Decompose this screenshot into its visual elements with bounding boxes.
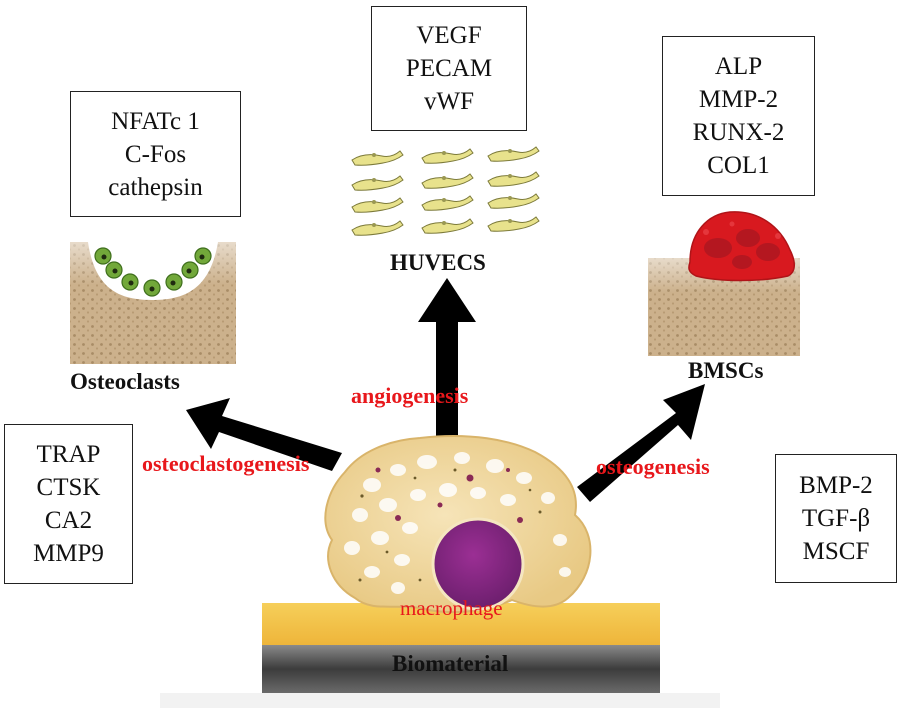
marker-c-fos: C-Fos bbox=[124, 140, 187, 168]
marker-nfatc1: NFATc 1 bbox=[111, 107, 200, 135]
huvecs-illustration bbox=[351, 146, 540, 236]
marker-col1: COL1 bbox=[707, 152, 770, 179]
label-huvecs: HUVECS bbox=[390, 250, 486, 275]
arrow-osteoclastogenesis bbox=[186, 398, 342, 471]
factor-ca2: CA2 bbox=[44, 507, 93, 534]
factor-ctsk: CTSK bbox=[36, 474, 101, 501]
osteoclast-marker-box: NFATc 1 C-Fos cathepsin bbox=[70, 91, 241, 217]
label-osteoclasts: Osteoclasts bbox=[70, 369, 180, 394]
marker-vwf: vWF bbox=[424, 88, 474, 115]
marker-cathepsin: cathepsin bbox=[108, 173, 203, 201]
bmsc-marker-box: ALP MMP-2 RUNX-2 COL1 bbox=[662, 36, 815, 196]
macrophage-left-factor-box: TRAP CTSK CA2 MMP9 bbox=[4, 424, 133, 584]
factor-bmp-2: BMP-2 bbox=[799, 472, 873, 499]
marker-pecam: PECAM bbox=[405, 55, 493, 82]
arrow-osteogenesis bbox=[577, 384, 705, 502]
bmscs-illustration bbox=[648, 211, 800, 356]
marker-mmp-2: MMP-2 bbox=[698, 86, 779, 113]
label-bmscs: BMSCs bbox=[688, 358, 764, 383]
arrow-angiogenesis bbox=[418, 278, 476, 440]
label-angiogenesis: angiogenesis bbox=[351, 383, 469, 408]
factor-tgf-beta: TGF-β bbox=[801, 505, 871, 532]
label-osteogenesis: osteogenesis bbox=[596, 454, 710, 479]
macrophage-right-factor-box: BMP-2 TGF-β MSCF bbox=[775, 454, 897, 583]
macrophage-cell bbox=[324, 435, 592, 614]
factor-trap: TRAP bbox=[36, 441, 101, 468]
arrows bbox=[186, 278, 705, 502]
osteoclasts-illustration bbox=[70, 242, 236, 364]
factor-mmp9: MMP9 bbox=[33, 540, 104, 567]
marker-alp: ALP bbox=[714, 53, 763, 80]
label-osteoclastogenesis: osteoclastogenesis bbox=[142, 451, 310, 476]
label-biomaterial: Biomaterial bbox=[392, 651, 509, 676]
factor-mscf: MSCF bbox=[802, 538, 870, 565]
marker-runx-2: RUNX-2 bbox=[692, 119, 785, 146]
huvec-marker-box: VEGF PECAM vWF bbox=[371, 6, 527, 131]
label-macrophage: macrophage bbox=[400, 596, 503, 620]
marker-vegf: VEGF bbox=[416, 22, 482, 49]
